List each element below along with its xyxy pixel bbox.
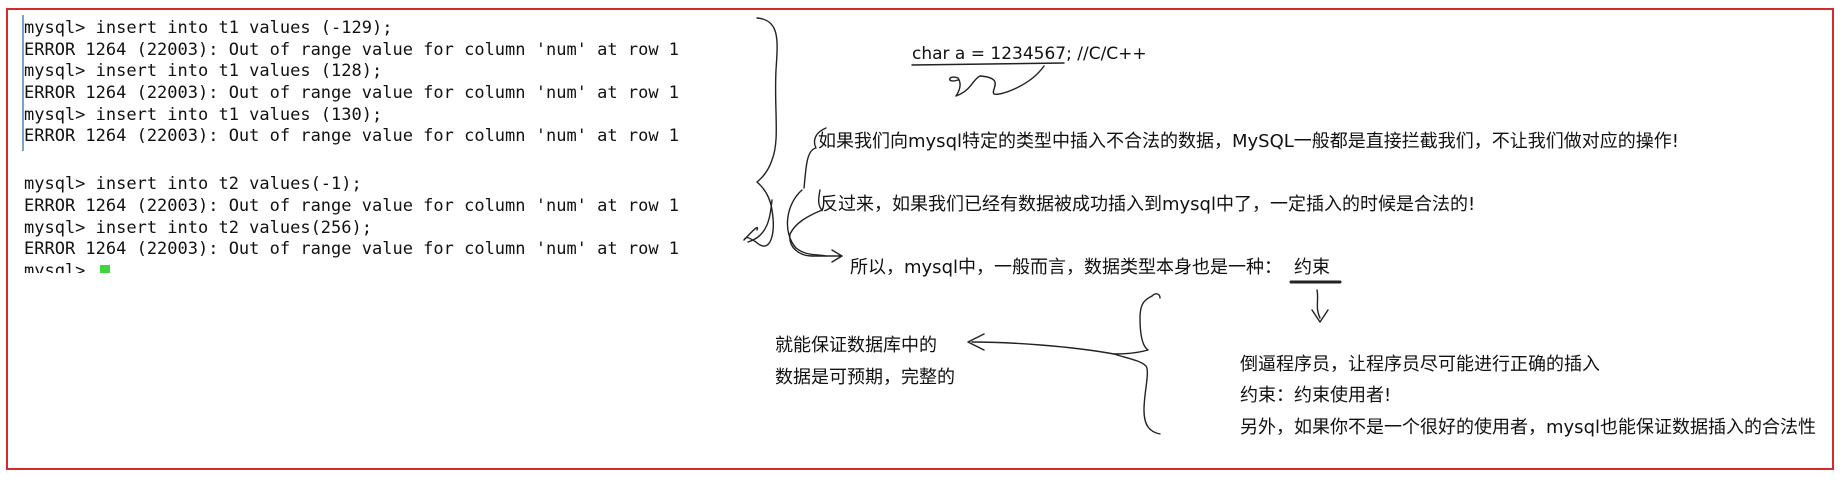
terminal-line: ERROR 1264 (22003): Out of range value f… [24,39,680,60]
guarantee-note-line1: 就能保证数据库中的 [775,335,937,356]
terminal-line: ERROR 1264 (22003): Out of range value f… [24,126,680,147]
c-example-note: char a = 1234567; //C/C++ [912,44,1147,64]
terminal-line: ERROR 1264 (22003): Out of range value f… [24,83,680,104]
terminal-gutter [22,15,24,151]
annotation-frame [6,8,1834,470]
terminal-line: mysql> insert into t2 values(256); [24,217,372,238]
conclusion-note: 所以，mysql中，一般而言，数据类型本身也是一种： [850,257,1282,278]
legal-insert-note: 反过来，如果我们已经有数据被成功插入到mysql中了，一定插入的时候是合法的! [820,194,1476,215]
terminal-line: mysql> insert into t2 values(-1); [24,174,362,195]
terminal-prompt-line[interactable]: mysql> [24,261,744,273]
detail-note-line1: 倒逼程序员，让程序员尽可能进行正确的插入 [1240,354,1600,375]
guarantee-note-line2: 数据是可预期，完整的 [775,367,955,388]
terminal-cursor [99,264,110,273]
terminal-line: mysql> insert into t1 values (130); [24,104,383,125]
terminal-line: ERROR 1264 (22003): Out of range value f… [24,195,680,216]
terminal-blank-line [24,148,744,174]
constraint-word: 约束 [1294,257,1330,278]
mysql-terminal-output: mysql> insert into t1 values (-129); ERR… [24,18,744,274]
terminal-line: mysql> insert into t1 values (128); [24,61,383,82]
illegal-insert-note: 如果我们向mysql特定的类型中插入不合法的数据，MySQL一般都是直接拦截我们… [818,131,1680,152]
terminal-line: ERROR 1264 (22003): Out of range value f… [24,239,680,260]
detail-note-line3: 另外，如果你不是一个很好的使用者，mysql也能保证数据插入的合法性 [1240,417,1816,438]
detail-note-line2: 约束：约束使用者! [1240,385,1392,406]
terminal-line: mysql> insert into t1 values (-129); [24,18,393,38]
terminal-prompt: mysql> [24,260,96,273]
